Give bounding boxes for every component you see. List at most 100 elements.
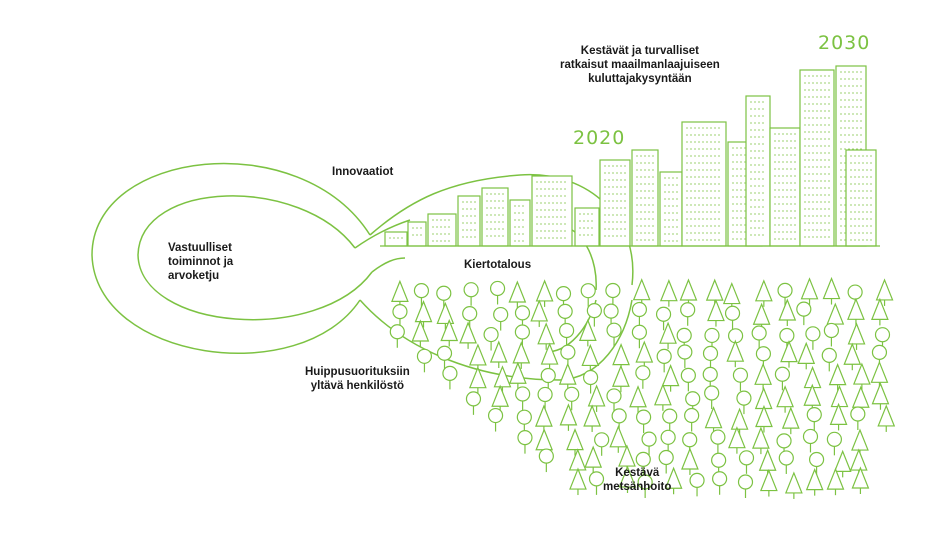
tree-icon: [653, 383, 672, 411]
tree-icon: [580, 283, 596, 307]
tree-icon: [679, 278, 698, 306]
tree-icon: [778, 298, 797, 327]
tree-icon: [508, 361, 527, 390]
tree-icon: [558, 322, 575, 347]
tree-icon: [822, 276, 841, 305]
tree-icon: [560, 344, 576, 369]
tree-icon: [588, 471, 605, 495]
tree-icon: [535, 404, 553, 433]
tree-icon: [489, 280, 506, 305]
tree-icon: [796, 301, 812, 326]
tree-icon: [540, 342, 559, 371]
tree-icon: [805, 326, 821, 350]
tree-icon: [538, 448, 554, 473]
tree-icon: [800, 277, 819, 305]
personnel-label: Huippusuorituksiin yltävä henkilöstö: [305, 366, 410, 392]
tree-icon: [632, 278, 651, 306]
tree-icon: [664, 466, 683, 495]
tree-icon: [833, 449, 852, 478]
tree-icon: [515, 386, 531, 410]
tree-icon: [875, 278, 894, 306]
tree-icon: [582, 369, 599, 394]
tree-icon: [752, 426, 770, 455]
tree-icon: [583, 404, 602, 432]
tree-icon: [850, 406, 866, 431]
tree-icon: [631, 301, 648, 326]
tree-icon: [781, 406, 800, 435]
city-skyline-icon: [380, 65, 880, 247]
tree-icon: [680, 302, 696, 326]
tree-icon: [732, 367, 749, 392]
tree-icon: [508, 280, 527, 309]
tree-icon: [483, 326, 499, 351]
tree-icon: [658, 449, 674, 474]
tree-icon: [578, 318, 597, 347]
consumer-demand-label: Kestävät ja turvalliset ratkaisut maailm…: [560, 45, 720, 85]
building-icon: [574, 207, 600, 247]
tree-icon: [463, 282, 479, 306]
tree-icon: [712, 471, 728, 495]
tree-icon: [635, 451, 651, 476]
tree-icon: [784, 471, 803, 499]
circular-economy-label: Kiertotalous: [464, 259, 532, 271]
tree-icon: [730, 407, 749, 436]
tree-icon: [512, 341, 531, 369]
tree-icon: [722, 281, 741, 310]
tree-icon: [537, 386, 553, 411]
tree-icon: [704, 385, 720, 410]
tree-icon: [489, 340, 508, 369]
tree-icon: [442, 365, 458, 390]
tree-icon: [537, 322, 556, 350]
tree-icon: [392, 304, 408, 328]
tree-icon: [877, 404, 896, 432]
tree-icon: [736, 390, 752, 415]
tree-icon: [851, 466, 870, 494]
tree-icon: [631, 324, 647, 349]
responsible-operations-label: Vastuulliset toiminnot ja arvoketju: [168, 242, 234, 282]
tree-icon: [391, 279, 409, 308]
tree-icon: [823, 322, 840, 347]
tree-icon: [559, 403, 578, 431]
tree-icon: [754, 362, 772, 391]
tree-icon: [707, 298, 725, 327]
building-icon: [659, 171, 683, 247]
tree-icon: [516, 409, 532, 434]
innovations-label: Innovaatiot: [332, 166, 394, 178]
tree-icon: [514, 305, 531, 329]
tree-icon: [535, 279, 554, 307]
tree-icon: [797, 341, 816, 370]
tree-icon: [660, 429, 676, 454]
tree-icon: [751, 325, 767, 349]
tree-icon: [609, 425, 628, 453]
tree-icon: [724, 305, 741, 330]
tree-icon: [440, 318, 459, 347]
tree-icon: [802, 428, 819, 453]
building-icon: [531, 175, 573, 247]
building-icon: [384, 231, 408, 247]
tree-icon: [677, 344, 693, 368]
tree-icon: [493, 306, 509, 331]
tree-icon: [493, 365, 512, 393]
tree-icon: [776, 385, 794, 413]
tree-icon: [641, 431, 657, 456]
tree-icon: [806, 407, 822, 431]
tree-icon: [847, 322, 866, 350]
tree-icon: [662, 408, 678, 433]
tree-icon: [637, 474, 653, 498]
tree-icon: [487, 407, 504, 432]
building-icon: [745, 95, 771, 247]
tree-icon: [680, 367, 696, 392]
tree-icon: [636, 409, 652, 434]
tree-icon: [852, 362, 871, 391]
building-icon: [427, 213, 457, 247]
year-2030-label: 2030: [818, 32, 871, 54]
tree-icon: [459, 321, 477, 349]
building-icon: [799, 69, 835, 247]
tree-icon: [635, 365, 651, 389]
tree-icon: [737, 474, 754, 499]
tree-icon: [612, 364, 630, 393]
tree-icon: [759, 468, 778, 497]
tree-icon: [843, 342, 862, 371]
